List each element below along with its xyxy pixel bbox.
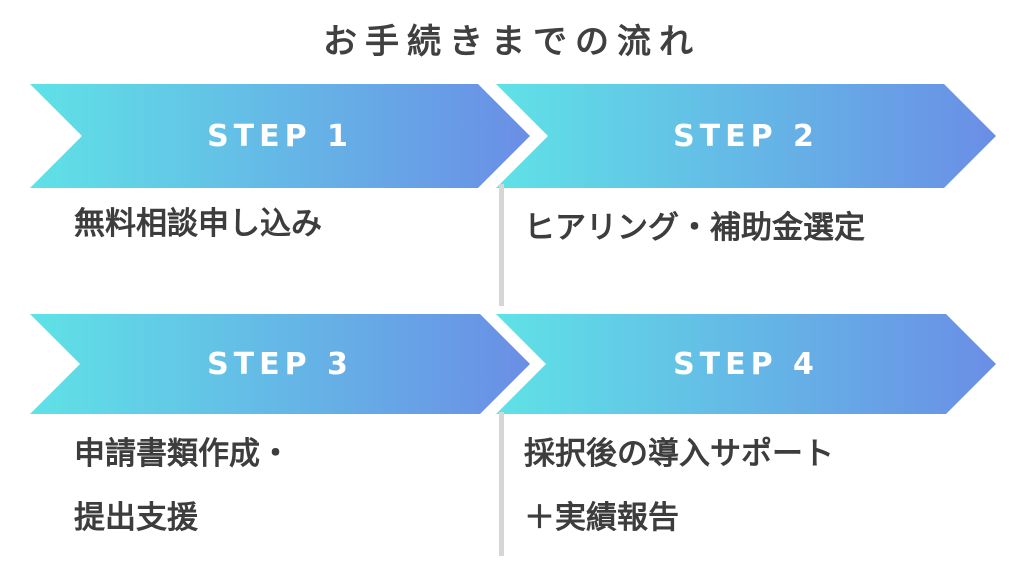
step-1-label: STEP 1 [207, 118, 353, 154]
step-1-arrow: STEP 1 [30, 84, 530, 188]
step-4-line-2: ＋実績報告 [524, 500, 679, 536]
step-2-label: STEP 2 [673, 118, 819, 154]
step-4-description: 採択後の導入サポート ＋実績報告 [524, 422, 834, 550]
step-3-line-2: 提出支援 [74, 500, 198, 536]
step-1-description: 無料相談申し込み [74, 192, 322, 256]
step-2-line-1: ヒアリング・補助金選定 [524, 210, 865, 246]
step-4-arrow: STEP 4 [496, 314, 996, 414]
page-title: お手続きまでの流れ [323, 22, 701, 62]
step-4-label: STEP 4 [673, 346, 819, 382]
step-3-description: 申請書類作成・ 提出支援 [74, 422, 291, 550]
divider-bottom [499, 412, 504, 556]
step-1-line-1: 無料相談申し込み [74, 206, 322, 242]
step-3-line-1: 申請書類作成・ [74, 436, 291, 472]
step-4-line-1: 採択後の導入サポート [524, 436, 834, 472]
step-3-label: STEP 3 [207, 346, 353, 382]
step-2-arrow: STEP 2 [496, 84, 996, 188]
step-2-description: ヒアリング・補助金選定 [524, 196, 865, 260]
step-3-arrow: STEP 3 [30, 314, 530, 414]
divider-top [499, 184, 504, 306]
